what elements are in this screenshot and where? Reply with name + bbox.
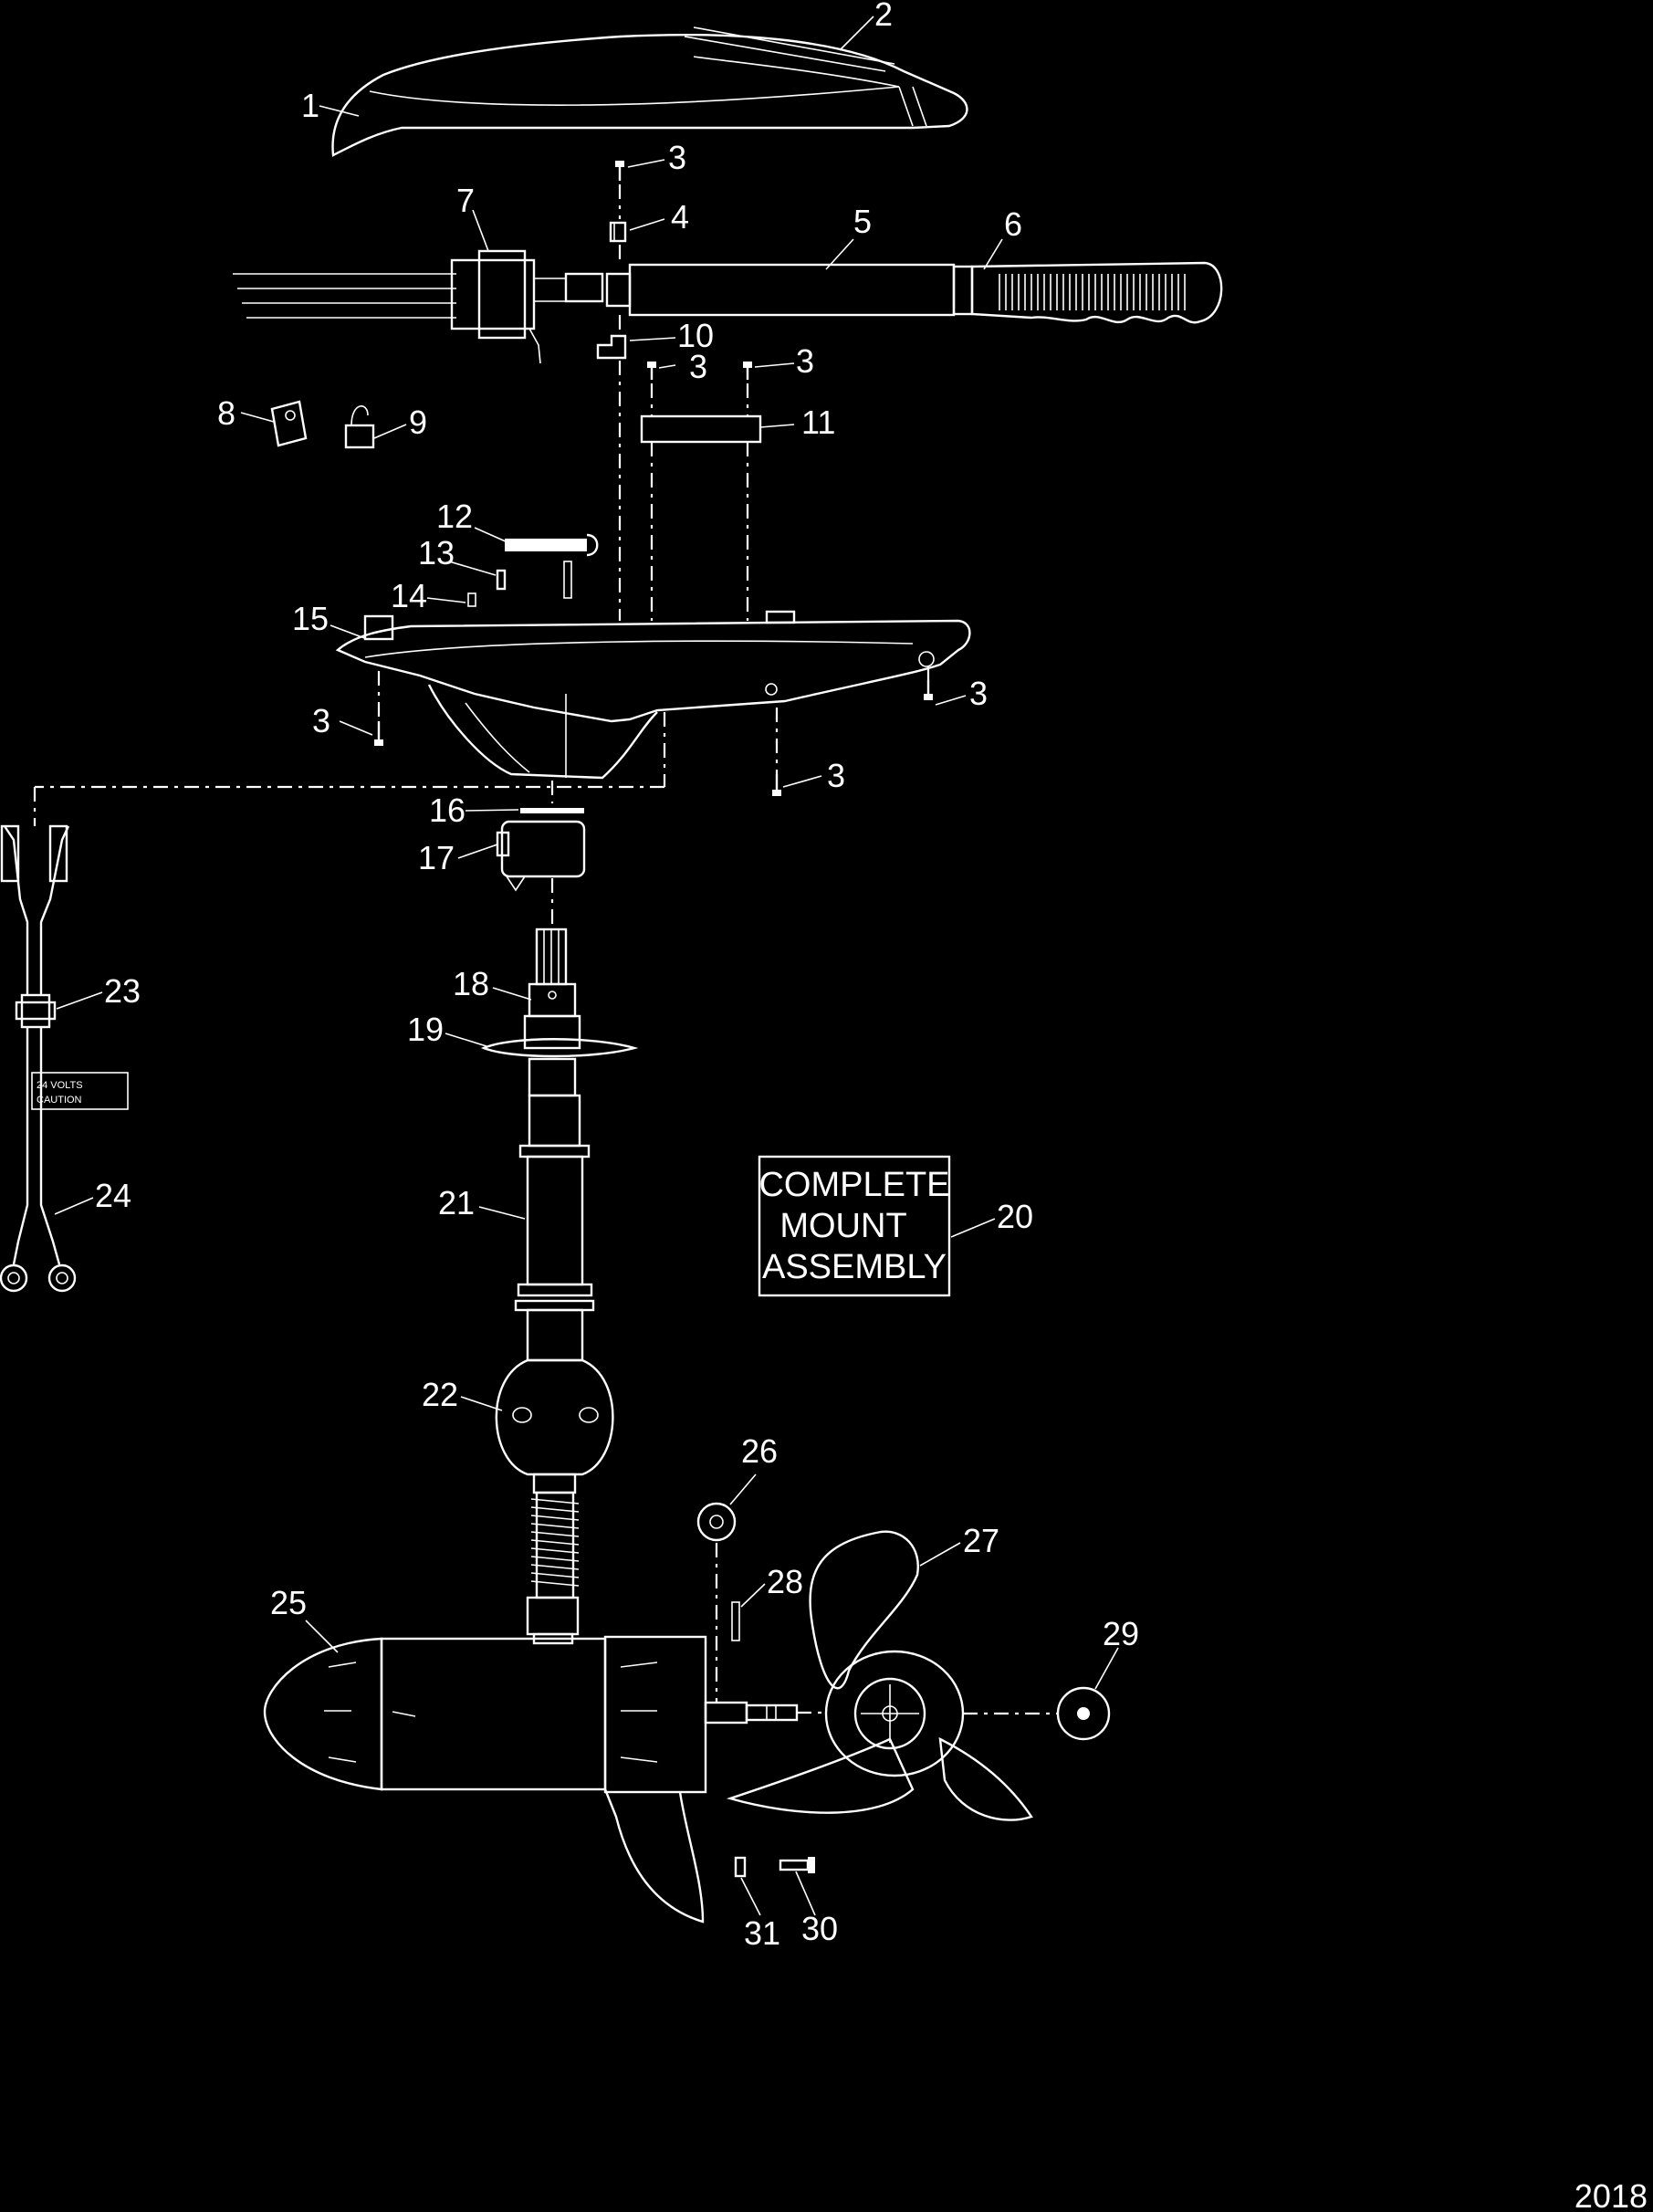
shaft-thread — [530, 1556, 580, 1562]
callout-3-top: 3 — [668, 139, 686, 176]
part-thrust-collar — [480, 1014, 639, 1097]
callout-10: 10 — [677, 317, 714, 354]
callout-4: 4 — [671, 198, 689, 236]
callout-11: 11 — [801, 404, 835, 441]
callout-31: 31 — [744, 1914, 780, 1952]
part-lock — [344, 405, 375, 449]
callout-27: 27 — [963, 1522, 999, 1559]
shaft-thread — [530, 1539, 580, 1546]
box-line-2: MOUNT — [779, 1207, 906, 1245]
callout-25: 25 — [270, 1584, 307, 1621]
part-washer — [520, 808, 584, 813]
callout-labels: 1 2 3 4 5 6 7 8 9 10 3 3 11 12 13 14 15 … — [95, 0, 1139, 1952]
callout-22: 22 — [422, 1376, 458, 1413]
part-connector — [270, 400, 308, 447]
callout-6: 6 — [1004, 205, 1022, 243]
shaft-thread — [530, 1564, 580, 1570]
part-screw — [615, 161, 624, 181]
callout-9: 9 — [409, 404, 427, 441]
assembly-guide-lines — [33, 184, 1057, 1715]
part-propeller-shaft — [704, 1701, 799, 1725]
cable-tag-line-2: CAUTION — [37, 1095, 82, 1106]
callout-13: 13 — [418, 534, 455, 571]
callout-7: 7 — [456, 182, 475, 219]
part-retaining-clip — [496, 561, 572, 599]
box-line-3: ASSEMBLY — [762, 1248, 947, 1286]
callout-28: 28 — [767, 1563, 803, 1600]
callout-19: 19 — [407, 1011, 444, 1048]
part-clip — [609, 221, 627, 243]
part-speed-switch — [233, 249, 604, 364]
callout-8: 8 — [217, 394, 235, 432]
part-handle-grip — [952, 261, 1223, 324]
cable-tag-line-1: 24 VOLTS — [37, 1080, 83, 1091]
part-anode-screw — [779, 1857, 815, 1873]
part-screw — [924, 680, 933, 700]
callout-21: 21 — [438, 1184, 475, 1221]
part-pivot-pin — [505, 533, 599, 557]
part-screw — [743, 362, 752, 380]
callout-3-housing-right: 3 — [969, 675, 988, 712]
part-screw — [772, 774, 781, 796]
part-battery-leads — [0, 1132, 77, 1293]
shaft-thread — [530, 1547, 580, 1554]
callout-3-housing-bottom: 3 — [827, 757, 845, 794]
callout-3-left-pair: 3 — [689, 348, 707, 385]
shaft-thread — [530, 1580, 580, 1587]
shaft-thread — [530, 1523, 580, 1529]
shaft-thread — [530, 1506, 580, 1513]
callout-12: 12 — [436, 498, 473, 535]
part-cover-decal — [684, 26, 895, 72]
part-depth-collar — [495, 1358, 614, 1494]
callout-3-right-pair: 3 — [796, 342, 814, 380]
callout-17: 17 — [418, 839, 455, 876]
cable-warning-tag: 24 VOLTS CAUTION — [31, 1072, 129, 1110]
part-top-cover — [331, 34, 968, 157]
callout-2: 2 — [874, 0, 893, 33]
part-shaft-tube — [514, 1094, 595, 1362]
figure-id: 2018 — [1575, 2177, 1648, 2212]
callout-29: 29 — [1103, 1615, 1139, 1652]
callout-20: 20 — [997, 1198, 1033, 1235]
shaft-thread — [530, 1515, 580, 1521]
part-prop-nut — [696, 1502, 737, 1542]
part-tiller-arm — [605, 263, 956, 317]
part-propeller-nut — [1056, 1686, 1111, 1741]
leader-lines — [54, 16, 1119, 1916]
callout-16: 16 — [429, 791, 466, 829]
part-upper-shaft — [528, 928, 577, 1018]
part-spring — [467, 592, 476, 607]
callout-24: 24 — [95, 1177, 131, 1214]
part-power-cable — [0, 824, 70, 1132]
callout-30: 30 — [801, 1910, 838, 1947]
part-shear-pin — [734, 1856, 747, 1878]
callout-14: 14 — [391, 577, 427, 614]
part-lower-shaft — [526, 1491, 580, 1645]
part-collar — [640, 414, 762, 444]
shaft-thread — [530, 1498, 580, 1504]
callout-5: 5 — [853, 203, 872, 240]
part-screw — [374, 721, 383, 746]
shaft-thread — [530, 1531, 580, 1537]
callout-18: 18 — [453, 965, 489, 1002]
callout-23: 23 — [104, 972, 141, 1010]
callout-1: 1 — [301, 87, 319, 124]
part-control-housing — [335, 610, 971, 780]
part-propeller — [726, 1530, 1033, 1821]
part-motor-housing — [263, 1635, 707, 1924]
callout-26: 26 — [741, 1432, 778, 1470]
part-bracket — [596, 334, 627, 360]
complete-mount-assembly-box: COMPLETE MOUNT ASSEMBLY — [758, 1155, 951, 1297]
shaft-thread — [530, 1572, 580, 1578]
callout-3-housing-left: 3 — [312, 702, 330, 739]
callout-15: 15 — [292, 600, 329, 637]
part-screw — [647, 362, 656, 380]
part-drive-pin — [731, 1601, 740, 1641]
box-line-1: COMPLETE — [758, 1166, 949, 1204]
part-steering-lock — [496, 820, 586, 892]
